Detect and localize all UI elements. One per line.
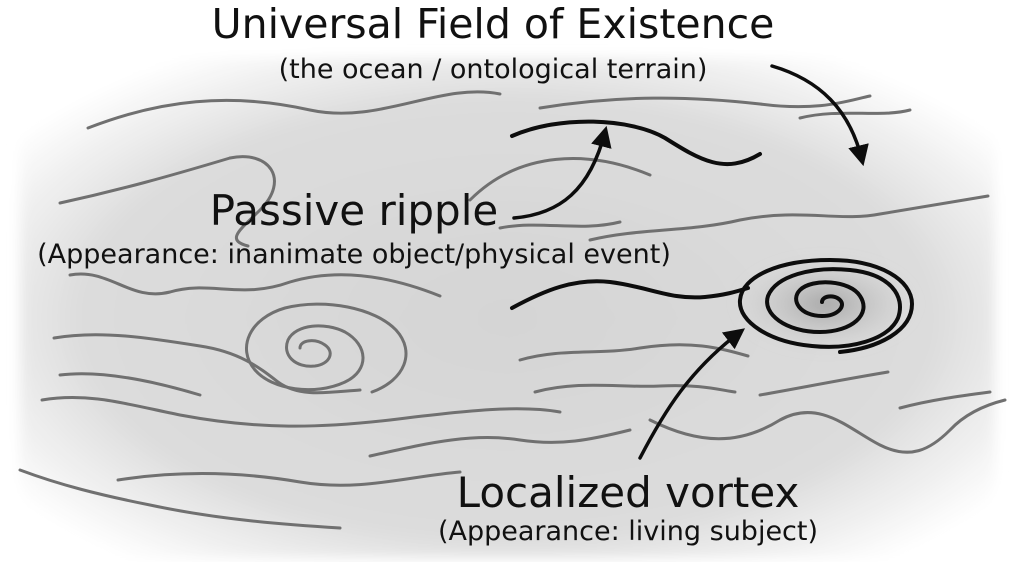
wave-line	[58, 372, 202, 397]
wave-line	[588, 194, 990, 242]
wave-line	[533, 383, 737, 394]
wave-line	[798, 108, 912, 120]
localized-vortex-description: (Appearance: living subject)	[437, 516, 819, 547]
wave-line	[498, 220, 622, 230]
localized-vortex-spiral	[737, 257, 915, 354]
wave-line	[648, 398, 1007, 454]
wave-line	[898, 390, 992, 410]
ocean-waves	[18, 90, 1007, 530]
vortex-tail-line	[510, 279, 750, 310]
passive-ripple-label: Passive ripple	[209, 186, 499, 235]
arrow-to-vortex	[638, 328, 746, 460]
wave-line	[18, 468, 342, 530]
wave-line	[86, 90, 502, 130]
arrow-to-field	[770, 64, 869, 167]
wave-line	[52, 333, 362, 395]
wave-line	[40, 396, 562, 428]
passive-ripple-description: (Appearance: inanimate object/physical e…	[37, 239, 671, 270]
arrow-to-ripple	[512, 125, 612, 220]
wave-line	[116, 470, 462, 487]
wave-line	[538, 94, 872, 110]
wave-line	[468, 157, 652, 202]
wave-line	[58, 156, 232, 205]
wave-line	[68, 272, 442, 298]
background-spiral	[244, 302, 408, 394]
localized-vortex-label: Localized vortex	[456, 468, 800, 517]
wave-line	[758, 370, 890, 397]
passive-ripple-wave	[510, 119, 762, 167]
wave-line	[368, 428, 632, 458]
diagram-subtitle: (the ocean / ontological terrain)	[278, 54, 708, 85]
wave-line	[228, 155, 276, 248]
diagram-title: Universal Field of Existence	[211, 0, 775, 48]
